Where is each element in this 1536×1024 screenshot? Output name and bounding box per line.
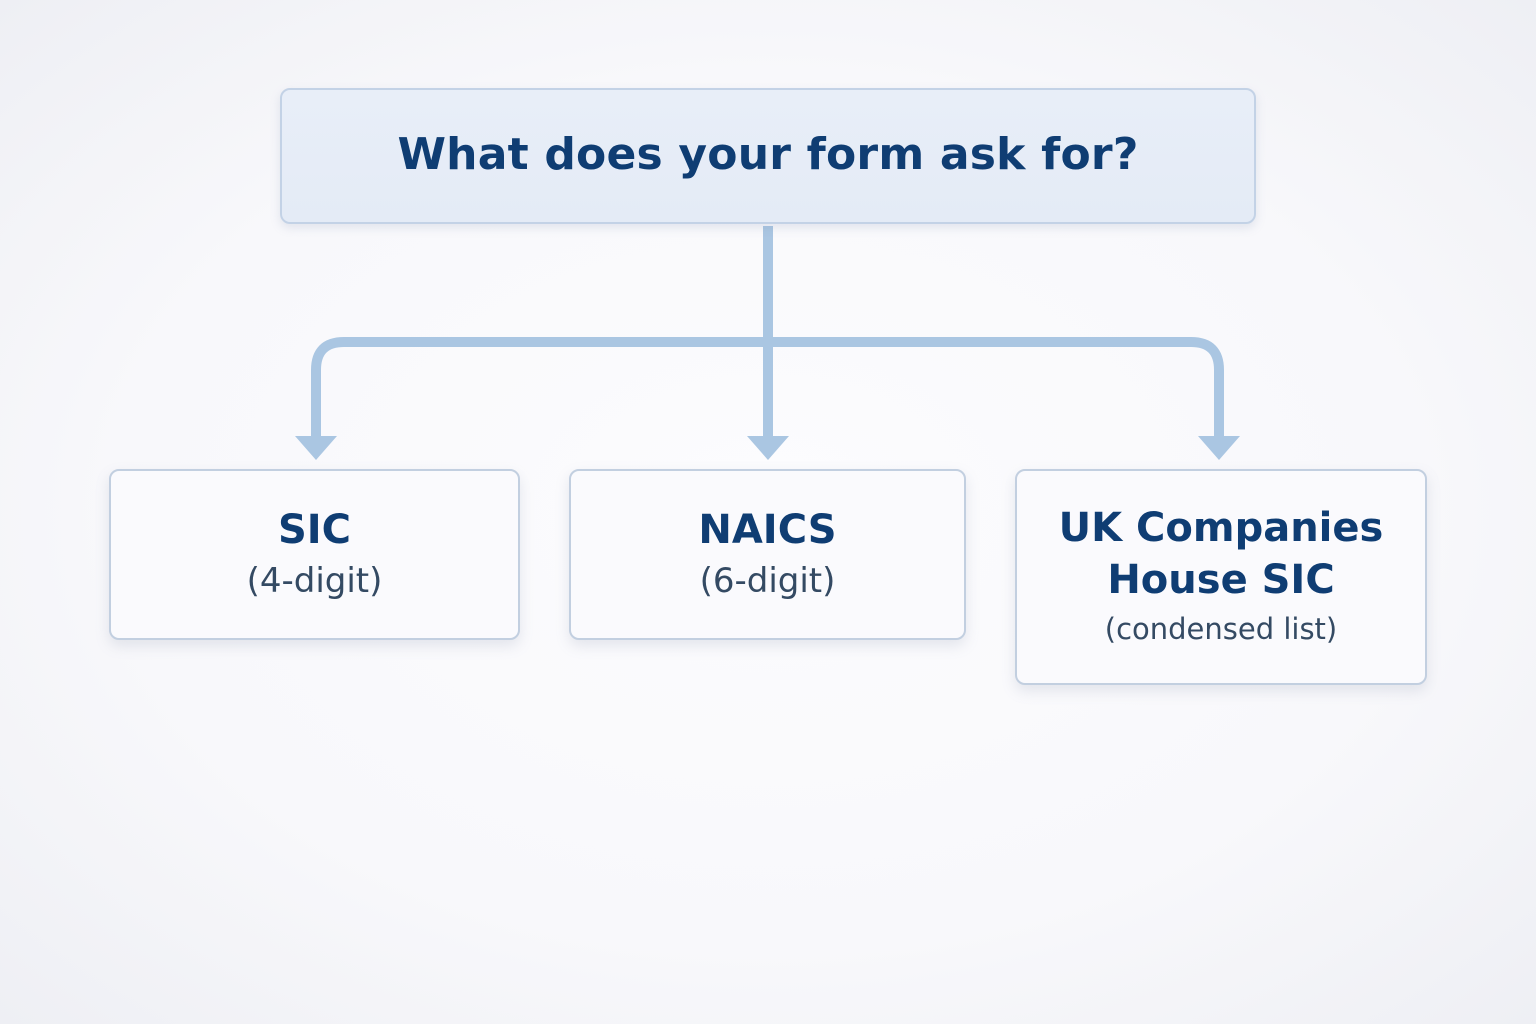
- arrowhead-uk-icon: [1198, 436, 1240, 460]
- question-text: What does your form ask for?: [397, 128, 1139, 180]
- option-sic: SIC (4-digit): [109, 469, 520, 640]
- option-naics: NAICS (6-digit): [569, 469, 966, 640]
- connector-right-branch: [768, 337, 1224, 438]
- option-naics-subtitle: (6-digit): [699, 560, 836, 601]
- option-uk-title-line1: UK Companies: [1058, 505, 1384, 551]
- option-sic-subtitle: (4-digit): [246, 560, 383, 601]
- option-naics-title: NAICS: [698, 506, 837, 553]
- question-node: What does your form ask for?: [280, 88, 1256, 224]
- connector-left-branch: [311, 337, 768, 438]
- arrowhead-sic-icon: [295, 436, 337, 460]
- option-sic-title: SIC: [277, 506, 352, 553]
- option-uk-companies-house: UK Companies House SIC (condensed list): [1015, 469, 1427, 685]
- arrowhead-naics-icon: [747, 436, 789, 460]
- option-uk-subtitle: (condensed list): [1104, 612, 1338, 646]
- option-uk-title-line2: House SIC: [1107, 557, 1335, 603]
